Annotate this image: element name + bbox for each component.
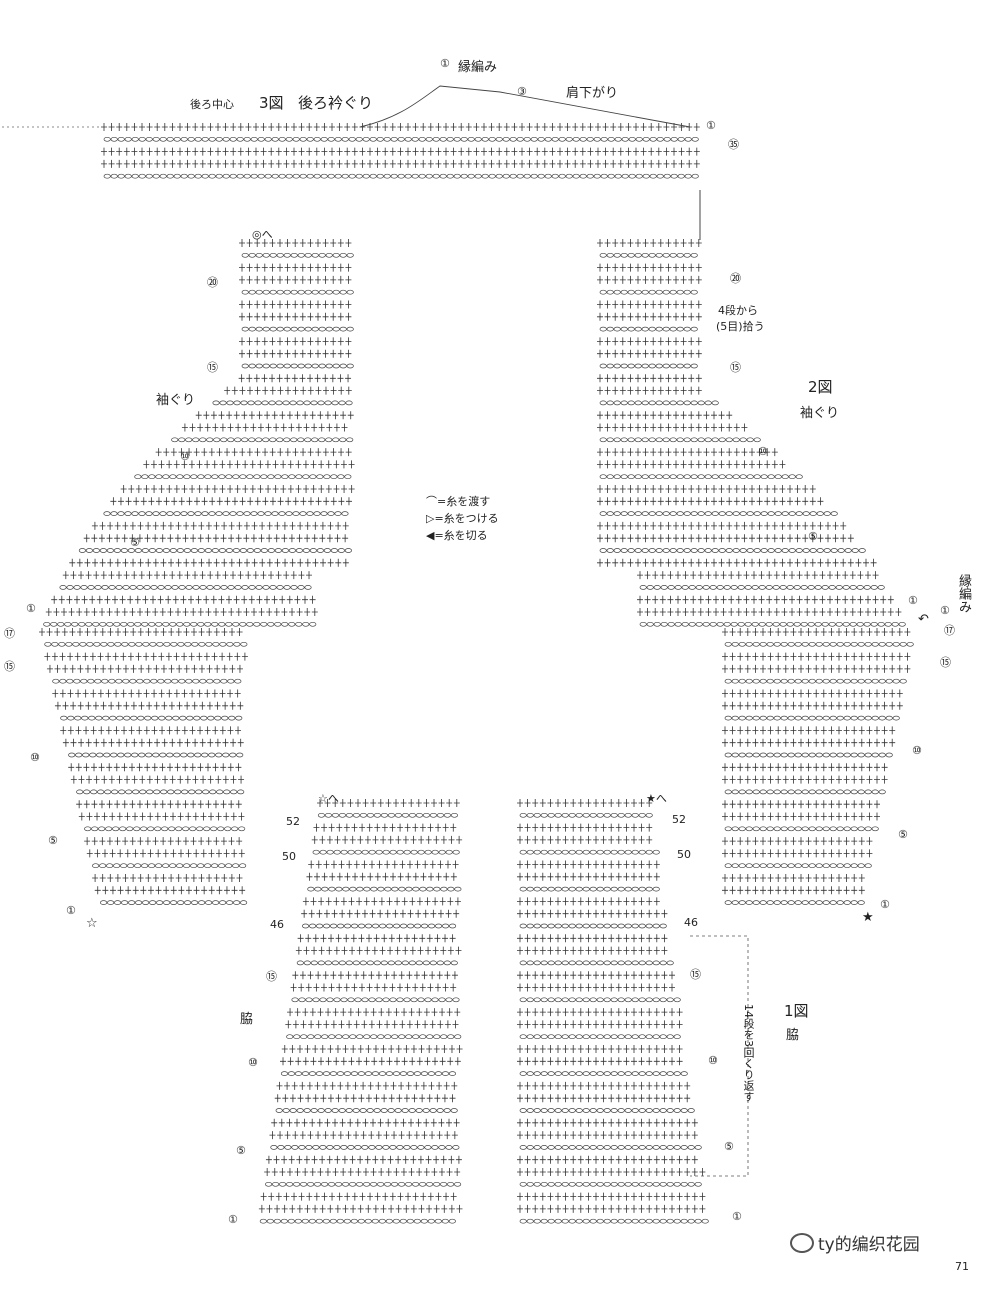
row-marker: ③ <box>517 85 527 98</box>
star-black-to-label: ★へ <box>646 792 667 805</box>
row-marker: ⑳ <box>730 272 741 285</box>
row-marker: ① <box>940 604 950 617</box>
left-armhole-block <box>43 239 355 627</box>
row-marker: ① <box>706 119 716 132</box>
row-marker: ⑳ <box>207 276 218 289</box>
row-marker: 46 <box>684 916 698 929</box>
row-marker: 52 <box>286 815 300 828</box>
white-star-icon: ☆ <box>86 916 98 931</box>
row-marker: ⑤ <box>48 834 58 847</box>
row-marker: ⑮ <box>266 970 277 983</box>
row-marker: ① <box>732 1210 742 1223</box>
row-marker: ① <box>66 904 76 917</box>
row-marker: ⑩ <box>708 1054 718 1067</box>
armhole-right-label: 袖ぐり <box>800 406 840 421</box>
wechat-icon <box>790 1233 814 1253</box>
edging-right-label: 縁編み <box>956 574 971 613</box>
join-arrow-icon: ↶ <box>918 612 929 627</box>
row-marker: ⑩ <box>248 1056 258 1069</box>
pickup-note-2: (5目)拾う <box>716 320 765 333</box>
row-marker: ① <box>908 594 918 607</box>
row-marker: ⑮ <box>940 656 951 669</box>
repeat-bracket <box>690 935 749 1177</box>
legend-item-cut-yarn: ◀=糸を切る <box>426 529 488 542</box>
row-marker: 50 <box>677 848 691 861</box>
bottom-right-block <box>517 799 709 1224</box>
bottom-left-block <box>258 799 463 1224</box>
row-marker: ⑤ <box>898 828 908 841</box>
row-marker: ① <box>228 1213 238 1226</box>
black-star-icon: ★ <box>862 910 874 925</box>
fig3-title: 3図 <box>259 94 284 112</box>
row-marker: ⑰ <box>4 627 15 640</box>
row-marker: ① <box>26 602 36 615</box>
row-marker: ① <box>880 898 890 911</box>
row-marker: ⑮ <box>730 361 741 374</box>
pickup-note-1: 4段から <box>718 304 758 317</box>
left-lower-block <box>39 628 248 905</box>
row-marker: ⑩ <box>180 450 190 463</box>
back-yoke-block <box>101 123 700 179</box>
row-marker: ⑮ <box>690 968 701 981</box>
side-right-label: 脇 <box>786 1028 800 1043</box>
side-left-label: 脇 <box>240 1012 254 1027</box>
back-center-label: 後ろ中心 <box>190 98 234 111</box>
legend-item-carry-yarn: ⌒=糸を渡す <box>426 495 491 508</box>
fig1-title: 1図 <box>784 1002 809 1020</box>
row-marker: ⑩ <box>912 744 922 757</box>
stitch-grids <box>39 123 914 1224</box>
row-marker: ⑮ <box>207 361 218 374</box>
fig2-title: 2図 <box>808 378 833 396</box>
neckline-curve <box>359 85 691 128</box>
row-marker: ⑤ <box>724 1140 734 1153</box>
row-marker: ⑤ <box>808 530 818 543</box>
row-marker: ⑮ <box>4 660 15 673</box>
double-circle-to-label: ◎へ <box>252 228 273 241</box>
legend-item-join-yarn: ▷=糸をつける <box>426 512 499 525</box>
row-marker: ⑰ <box>944 624 955 637</box>
armhole-left-label: 袖ぐり <box>156 393 196 408</box>
shoulder-drop-label: 肩下がり <box>566 86 619 101</box>
row-marker: 52 <box>672 813 686 826</box>
row-marker: 50 <box>282 850 296 863</box>
right-lower-block <box>722 628 914 905</box>
row-marker: ⑤ <box>130 536 140 549</box>
watermark: ty的编织花园 <box>790 1230 920 1255</box>
page-number: 71 <box>955 1260 969 1273</box>
row-marker: ㉟ <box>728 138 739 151</box>
star-white-to-label: ☆へ <box>318 792 339 805</box>
repeat-note: 14段を3回くり返す <box>742 1004 755 1102</box>
edging-top-label: 縁編み <box>458 60 498 75</box>
right-armhole-block <box>597 239 906 627</box>
row-marker: ⑤ <box>236 1144 246 1157</box>
row-marker: 46 <box>270 918 284 931</box>
back-neckline-label: 後ろ衿ぐり <box>298 94 374 112</box>
row-marker: ⑩ <box>30 751 40 764</box>
row-marker: ① <box>440 57 450 70</box>
edge-lines <box>2 85 749 1177</box>
row-marker: ⑩ <box>758 445 768 458</box>
